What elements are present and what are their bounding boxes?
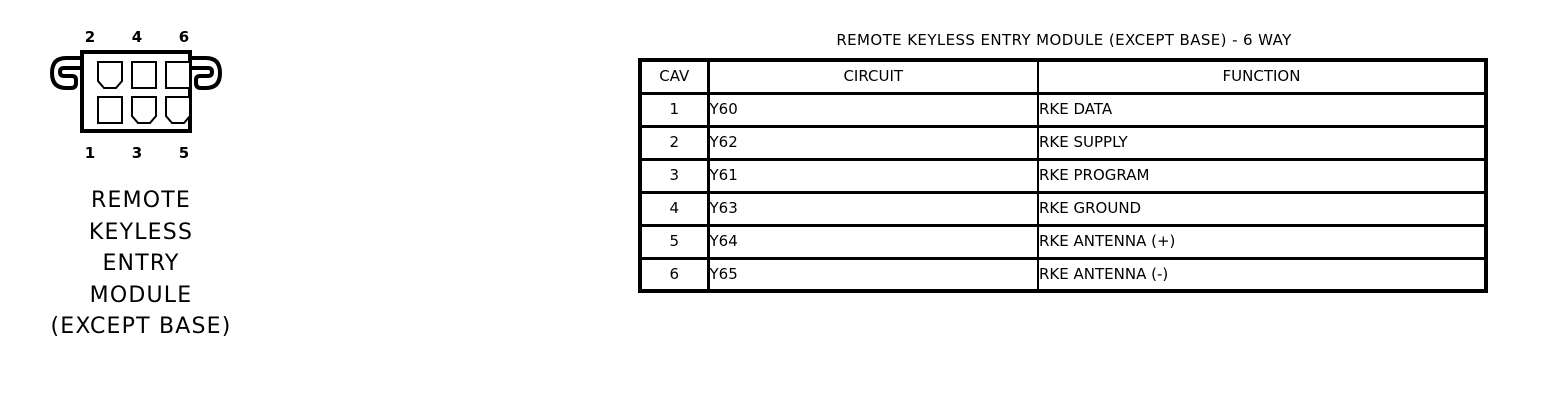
cell-function: RKE ANTENNA (-) — [1038, 256, 1486, 291]
cell-function: RKE SUPPLY — [1038, 124, 1486, 159]
pin-number-6: 6 — [178, 28, 190, 46]
caption-line-3: ENTRY — [102, 251, 180, 276]
column-header-cav: CAV — [640, 60, 710, 93]
pin-number-1: 1 — [84, 144, 96, 162]
connector-body-diagram — [42, 18, 242, 168]
right-latch-icon — [188, 56, 222, 90]
cavity-4 — [131, 61, 157, 89]
table-row: 3 Y61 RKE PROGRAM — [640, 157, 1486, 192]
connector-figure: 2 4 6 1 3 5 — [0, 0, 300, 360]
cell-function: RKE ANTENNA (+) — [1038, 223, 1486, 258]
table-row: 6 Y65 RKE ANTENNA (-) — [640, 256, 1486, 291]
connector-caption: REMOTE KEYLESS ENTRY MODULE (EXCEPT BASE… — [0, 185, 282, 343]
cavity-5 — [165, 96, 191, 124]
caption-line-2: KEYLESS — [88, 219, 194, 245]
table-header: CAV CIRCUIT FUNCTION — [640, 60, 1486, 93]
cell-circuit: Y62 — [708, 124, 1039, 159]
cell-circuit: Y61 — [708, 157, 1039, 192]
cavity-1 — [97, 96, 123, 124]
table-body: 1 Y60 RKE DATA 2 Y62 RKE SUPPLY 3 Y61 RK… — [640, 91, 1486, 291]
table-title: REMOTE KEYLESS ENTRY MODULE (EXCEPT BASE… — [836, 31, 1292, 49]
cell-cav: 1 — [640, 91, 710, 126]
cell-cav: 4 — [640, 190, 710, 225]
column-header-function: FUNCTION — [1038, 60, 1486, 93]
left-latch-icon — [50, 56, 84, 90]
cell-circuit: Y64 — [708, 223, 1039, 258]
pin-number-5: 5 — [178, 144, 190, 162]
cavity-6 — [165, 61, 191, 89]
pin-number-3: 3 — [131, 144, 143, 162]
table-row: 4 Y63 RKE GROUND — [640, 190, 1486, 225]
pin-numbers-top-row: 2 4 6 — [82, 29, 192, 45]
table-header-row: CAV CIRCUIT FUNCTION — [640, 60, 1486, 93]
column-header-circuit: CIRCUIT — [708, 60, 1039, 93]
pin-number-2: 2 — [84, 28, 96, 46]
table-row: 2 Y62 RKE SUPPLY — [640, 124, 1486, 159]
pin-number-4: 4 — [131, 28, 143, 46]
cavity-2 — [97, 61, 123, 89]
cell-function: RKE DATA — [1038, 91, 1486, 126]
table-row: 1 Y60 RKE DATA — [640, 91, 1486, 126]
cell-cav: 5 — [640, 223, 710, 258]
cavity-3 — [131, 96, 157, 124]
cell-function: RKE GROUND — [1038, 190, 1486, 225]
pinout-table-block: REMOTE KEYLESS ENTRY MODULE (EXCEPT BASE… — [638, 30, 1490, 293]
cell-cav: 6 — [640, 256, 710, 291]
caption-line-1: REMOTE — [90, 188, 192, 213]
pin-numbers-bottom-row: 1 3 5 — [82, 145, 192, 161]
caption-line-4: MODULE — [89, 282, 193, 308]
cell-circuit: Y65 — [708, 256, 1039, 291]
cell-circuit: Y63 — [708, 190, 1039, 225]
cell-cav: 2 — [640, 124, 710, 159]
cell-function: RKE PROGRAM — [1038, 157, 1486, 192]
pinout-table: CAV CIRCUIT FUNCTION 1 Y60 RKE DATA 2 Y6… — [638, 58, 1488, 293]
table-row: 5 Y64 RKE ANTENNA (+) — [640, 223, 1486, 258]
connector-svg — [50, 50, 222, 133]
caption-line-5: (EXCEPT BASE) — [50, 314, 232, 339]
cell-circuit: Y60 — [708, 91, 1039, 126]
cell-cav: 3 — [640, 157, 710, 192]
